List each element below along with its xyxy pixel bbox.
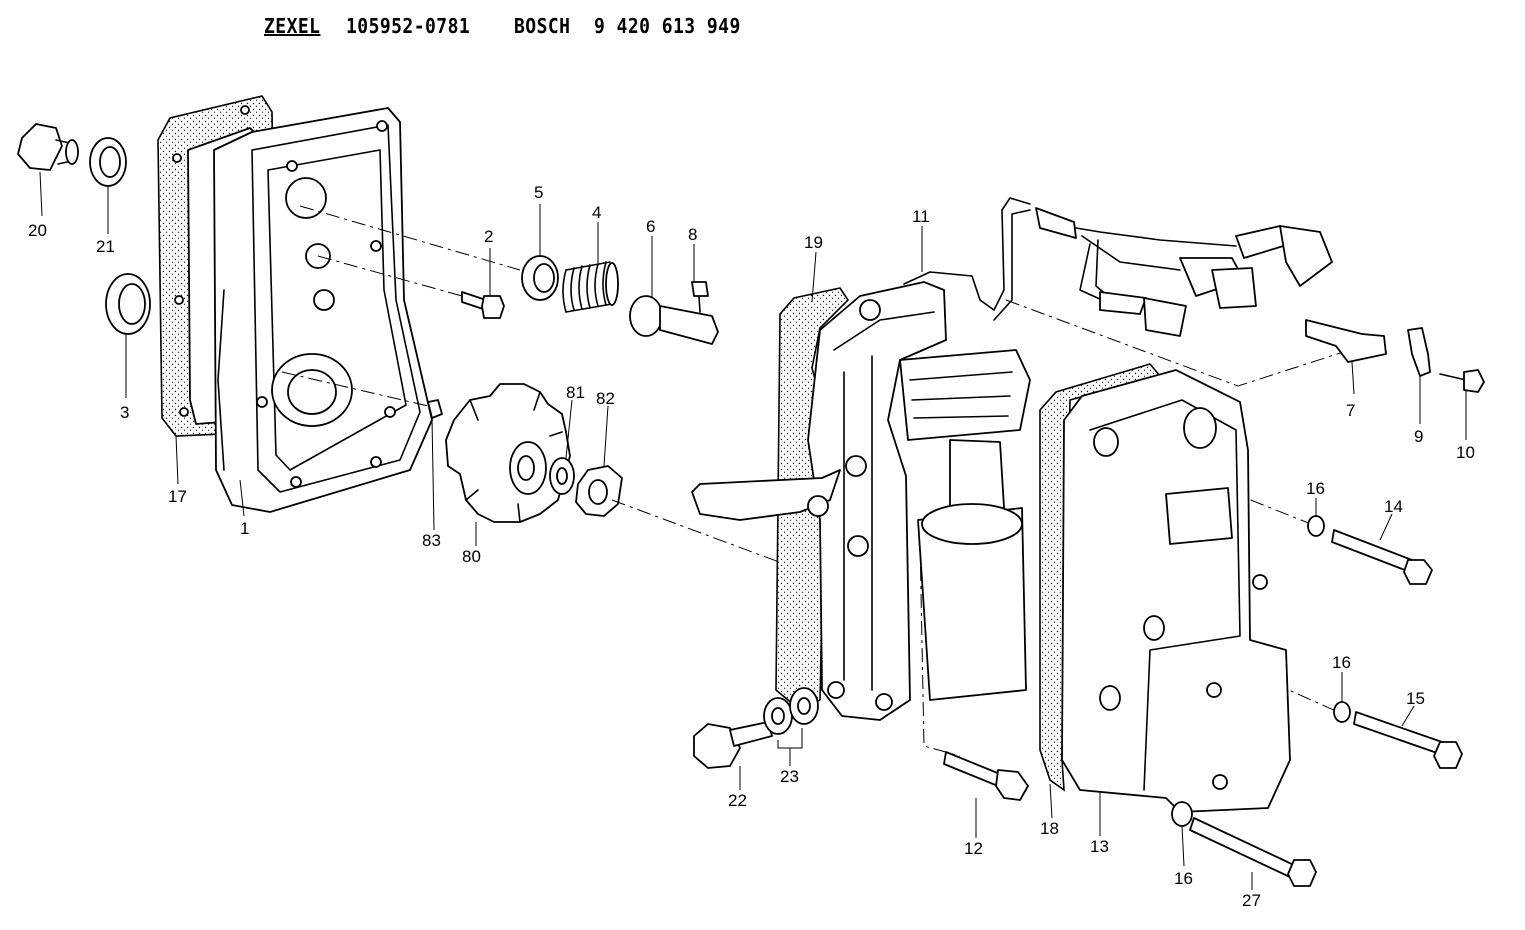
bolt-12 xyxy=(943,751,1029,801)
plug-20 xyxy=(17,123,79,171)
oil-seal-3 xyxy=(105,273,151,335)
callout-12: 12 xyxy=(964,839,983,858)
bolt-2 xyxy=(461,291,505,319)
callout-10: 10 xyxy=(1456,443,1475,462)
header-brand-zexel: ZEXEL xyxy=(264,14,321,38)
washer-81 xyxy=(549,457,575,495)
bracket-7 xyxy=(1305,319,1387,363)
callout-22: 22 xyxy=(728,791,747,810)
header-brand-bosch: BOSCH xyxy=(514,14,571,38)
bolt-27 xyxy=(1171,801,1317,887)
washer-21 xyxy=(89,137,127,187)
screw-8 xyxy=(691,281,709,313)
callout-21: 21 xyxy=(96,237,115,256)
callout-9: 9 xyxy=(1414,427,1423,446)
washers-23 xyxy=(763,687,819,735)
callout-27: 27 xyxy=(1242,891,1261,910)
callout-16-lower: 16 xyxy=(1174,869,1193,888)
callout-4: 4 xyxy=(592,203,601,222)
callout-80: 80 xyxy=(462,547,481,566)
callout-1: 1 xyxy=(240,519,249,538)
callout-17: 17 xyxy=(168,487,187,506)
callout-labels: 20 21 3 17 1 2 5 4 6 8 83 80 81 82 19 11… xyxy=(28,183,1475,910)
callout-14: 14 xyxy=(1384,497,1403,516)
bolt-14 xyxy=(1307,515,1433,585)
callout-82: 82 xyxy=(596,389,615,408)
leader-lines xyxy=(39,171,1467,890)
callout-5: 5 xyxy=(534,183,543,202)
callout-19: 19 xyxy=(804,233,823,252)
terminal-9 xyxy=(1407,327,1431,377)
cable-harness-11 xyxy=(903,197,1333,337)
governor-body xyxy=(691,281,1031,721)
callout-15: 15 xyxy=(1406,689,1425,708)
callout-18: 18 xyxy=(1040,819,1059,838)
rotor-80 xyxy=(445,383,571,523)
callout-16-middle: 16 xyxy=(1332,653,1351,672)
callout-6: 6 xyxy=(646,217,655,236)
callout-16-upper: 16 xyxy=(1306,479,1325,498)
callout-20: 20 xyxy=(28,221,47,240)
callout-81: 81 xyxy=(566,383,585,402)
bolt-15 xyxy=(1333,701,1463,769)
diagram-header: ZEXEL 105952-0781 BOSCH 9 420 613 949 xyxy=(0,0,1525,50)
callout-2: 2 xyxy=(484,227,493,246)
callout-83: 83 xyxy=(422,531,441,550)
lever-6 xyxy=(629,295,719,345)
callout-23: 23 xyxy=(780,767,799,786)
header-part-number-bosch: 9 420 613 949 xyxy=(594,14,741,38)
nut-82 xyxy=(575,465,623,517)
callout-7: 7 xyxy=(1346,401,1355,420)
key-83 xyxy=(427,399,443,419)
spring-seat-5 xyxy=(521,255,559,301)
callout-13: 13 xyxy=(1090,837,1109,856)
bolt-22 xyxy=(693,721,773,769)
callout-8: 8 xyxy=(688,225,697,244)
pump-housing-1 xyxy=(213,107,433,513)
governor-cover-13 xyxy=(1061,369,1291,813)
spring-4 xyxy=(562,261,619,313)
callout-3: 3 xyxy=(120,403,129,422)
callout-11: 11 xyxy=(912,207,930,226)
header-part-number-zexel: 105952-0781 xyxy=(346,14,471,38)
screw-10 xyxy=(1439,369,1485,393)
